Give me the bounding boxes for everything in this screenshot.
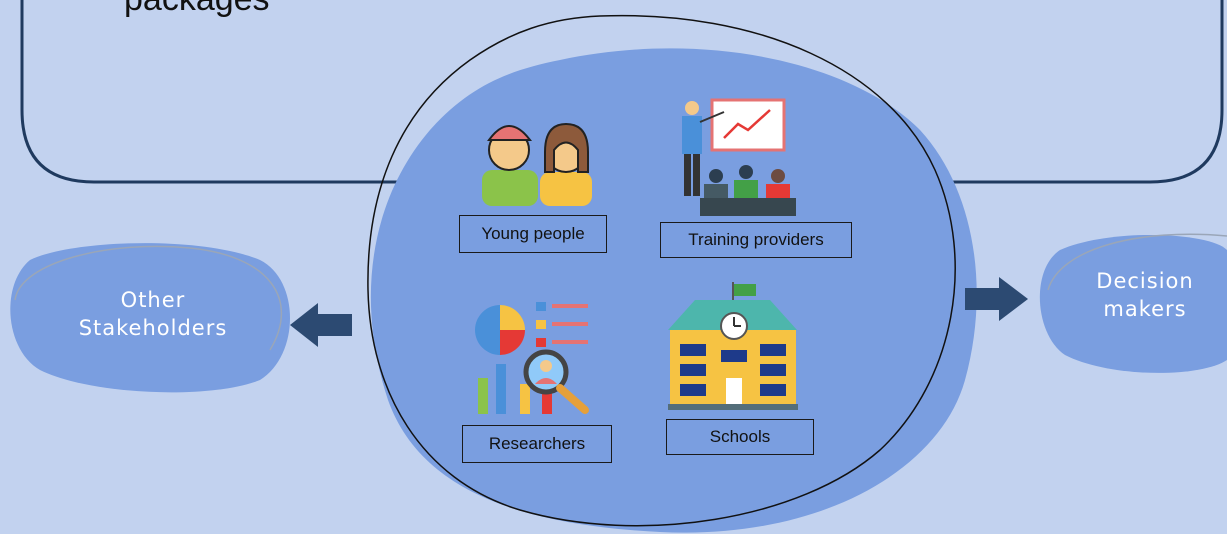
other-stakeholders-line1: Other [120,288,186,312]
young-people-icon [482,122,592,206]
researchers-icon [475,302,589,414]
decision-makers-line2: makers [1103,297,1187,322]
arrow-left [290,303,352,347]
decision-makers-label: Decision makers [1070,267,1220,324]
label-schools: Schools [666,419,814,455]
school-icon [668,282,798,410]
decision-makers-line1: Decision [1096,269,1194,293]
other-stakeholders-node [10,243,291,393]
other-stakeholders-label: Other Stakeholders [48,286,258,343]
label-young-people: Young people [459,215,607,253]
center-blob [367,14,977,533]
top-text: packages [124,0,270,16]
arrow-right [965,277,1028,321]
decision-makers-node [1039,233,1227,373]
label-researchers: Researchers [462,425,612,463]
label-training-providers: Training providers [660,222,852,258]
other-stakeholders-line2: Stakeholders [78,316,228,341]
training-providers-icon [682,98,796,216]
